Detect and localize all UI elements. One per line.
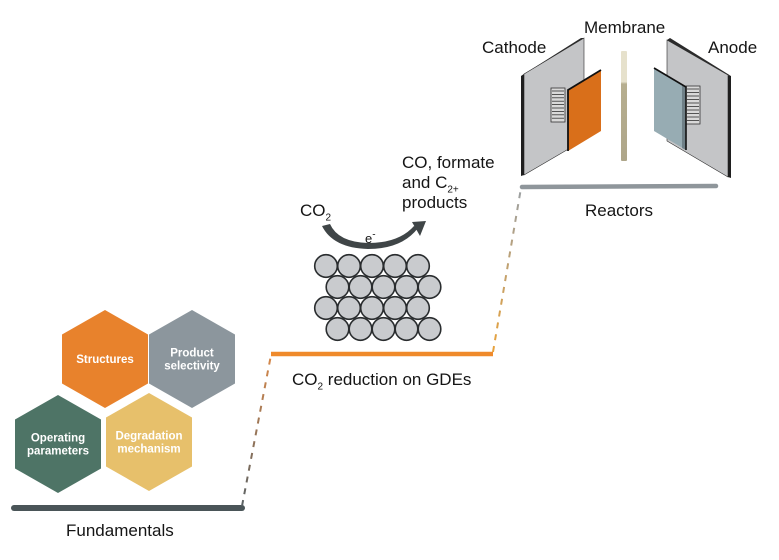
membrane-label: Membrane [584,18,666,37]
gde-particle [417,274,442,300]
products-line-2-text: and C [402,173,448,192]
cathode-label: Cathode [482,38,547,57]
anode-grill-icon [685,85,701,125]
hexagon-label: parameters [27,446,89,458]
hexagon-label: Structures [76,354,134,366]
hexagon-shape [15,395,101,493]
electron-text: e [365,231,373,246]
gde-particle [325,316,350,342]
gde-particle [336,253,362,279]
hexagon-structures: Structures [62,310,148,408]
gde-label-suffix: reduction on GDEs [323,370,472,389]
gde-particle [394,316,419,342]
cathode-catalyst-layer [567,69,602,151]
reactant-label: CO2 [300,201,332,224]
gde-particle [359,295,385,321]
reactant-text: CO [300,201,326,220]
gde-particle [382,295,408,321]
gde-particle [371,316,396,342]
gde-particle [405,295,431,321]
hexagon-label: Product [170,348,214,360]
gde-particle [336,295,362,321]
fundamentals-label: Fundamentals [66,521,174,540]
hexagon-label: Degradation [115,431,182,443]
gde-particle [405,253,431,279]
gde-label-prefix: CO [292,370,318,389]
gde-particle [359,253,385,279]
products-line-3: products [402,193,468,212]
gde-label-subscript: 2 [317,381,324,393]
reactant-subscript: 2 [325,212,332,224]
membrane-rod [621,51,627,161]
gde-particle [325,274,350,300]
electron-transfer-arrow-icon [322,221,426,249]
gde-particle [371,274,396,300]
hexagon-shape [106,393,192,491]
hexagon-label: mechanism [117,444,180,456]
reactors-bar [519,183,719,190]
hexagon-shape [149,310,235,408]
gde-stage-label: CO2 reduction on GDEs [292,370,472,393]
gde-particle [348,274,373,300]
products-line-2: and C2+ [402,173,495,196]
hexagon-label: selectivity [164,361,220,373]
hexagon-shape [62,310,148,408]
cathode-grill-icon [550,87,566,123]
anode-catalyst-layer [653,67,687,150]
gde-particle [313,253,339,279]
connector-gde-to-reactors [492,187,522,353]
products-label: CO, formate and C2+ products [402,153,495,213]
gde-particle [382,253,408,279]
gde-particle [394,274,419,300]
gde-particle [313,295,339,321]
gde-particle [417,316,442,342]
hexagon-label: Operating [31,433,85,445]
gde-particle-stack [313,253,442,342]
gde-particle [348,316,373,342]
hexagon-cluster: Structures ProductselectivityOperatingpar… [15,310,235,493]
reactors-label: Reactors [585,201,654,220]
anode-label: Anode [708,38,758,57]
connector-fundamentals-to-gde [241,354,272,507]
electron-superscript: - [372,229,376,241]
products-line-1: CO, formate [402,153,495,172]
electron-label: e- [365,229,376,248]
products-line-2-subscript: 2+ [447,184,459,196]
